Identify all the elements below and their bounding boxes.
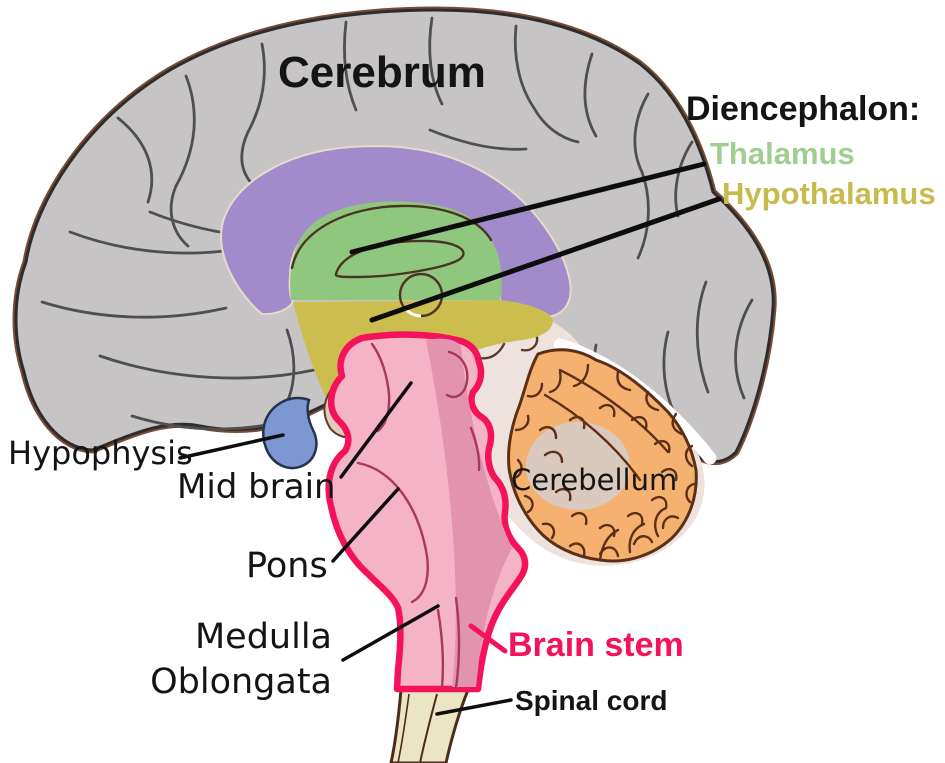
- label-pons: Pons: [246, 546, 328, 586]
- label-brainstem: Brain stem: [508, 626, 684, 664]
- label-medulla-oblongata: Medulla Oblongata: [100, 615, 332, 705]
- leader-midbrain: [339, 381, 413, 479]
- label-diencephalon: Diencephalon:: [686, 90, 921, 128]
- label-cerebellum: Cerebellum: [511, 463, 678, 497]
- brainstem-channel: [426, 338, 512, 687]
- leader-spinal-cord: [435, 698, 513, 716]
- leader-thalamus: [349, 161, 707, 255]
- leader-pons: [331, 487, 400, 563]
- leader-hypophysis: [178, 433, 285, 460]
- label-midbrain: Mid brain: [177, 467, 336, 507]
- cerebellum-core: [526, 422, 630, 510]
- cerebellum-region: [507, 348, 698, 563]
- label-hypophysis: Hypophysis: [8, 434, 193, 472]
- label-medulla-line1: Medulla: [194, 617, 332, 657]
- label-spinal-cord: Spinal cord: [515, 685, 668, 716]
- label-thalamus: Thalamus: [710, 136, 855, 171]
- leader-lines: [178, 161, 722, 716]
- leader-brainstem: [468, 623, 508, 654]
- spinal-cord-region: [389, 688, 471, 763]
- brainstem-inner-lines: [356, 342, 481, 690]
- label-cerebrum: Cerebrum: [278, 48, 486, 97]
- brainstem-region: [325, 331, 529, 693]
- label-medulla-line2: Oblongata: [150, 662, 332, 702]
- leader-medulla: [341, 604, 440, 662]
- hypophysis-shape: [262, 396, 318, 470]
- cerebellum-sulci: [512, 363, 696, 562]
- label-hypothalamus: Hypothalamus: [722, 176, 936, 211]
- spinal-cord-inner-line: [419, 693, 438, 763]
- leader-hypothalamus: [369, 196, 722, 323]
- spinal-cord-inner-line2: [397, 693, 410, 763]
